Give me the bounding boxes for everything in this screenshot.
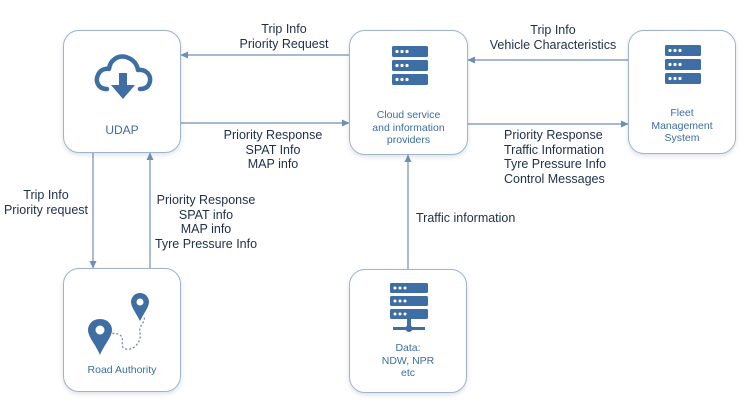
- database-server-icon: [390, 283, 428, 332]
- cloud-service-label: Cloud service and information providers: [372, 109, 445, 146]
- data-source-label: Data: NDW, NPR etc: [381, 342, 435, 379]
- label-data-to-cloud: Traffic information: [416, 211, 516, 225]
- server-icon: [392, 46, 428, 85]
- label-cloud-to-fleet: Priority Response Traffic Information Ty…: [504, 128, 607, 186]
- label-udap-to-road: Trip Info Priority request: [3, 188, 89, 217]
- map-pins-route-icon: [88, 293, 149, 355]
- udap-node[interactable]: UDAP: [63, 30, 181, 153]
- cloud-service-node[interactable]: Cloud service and information providers: [349, 30, 468, 155]
- cloud-download-icon: [94, 54, 153, 99]
- data-source-node[interactable]: Data: NDW, NPR etc: [349, 269, 467, 393]
- server-icon: [665, 45, 701, 84]
- label-cloud-to-udap: Trip Info Priority Request: [239, 22, 329, 51]
- fleet-management-node[interactable]: Fleet Management System: [628, 30, 736, 154]
- label-fleet-to-cloud: Trip Info Vehicle Characteristics: [489, 23, 617, 52]
- fleet-management-label: Fleet Management System: [651, 107, 713, 144]
- label-udap-to-cloud: Priority Response SPAT Info MAP info: [223, 128, 323, 171]
- label-road-to-udap: Priority Response SPAT info MAP info Tyr…: [154, 193, 258, 251]
- road-authority-label: Road Authority: [87, 364, 157, 376]
- udap-label: UDAP: [105, 123, 139, 137]
- road-authority-node[interactable]: Road Authority: [63, 268, 181, 392]
